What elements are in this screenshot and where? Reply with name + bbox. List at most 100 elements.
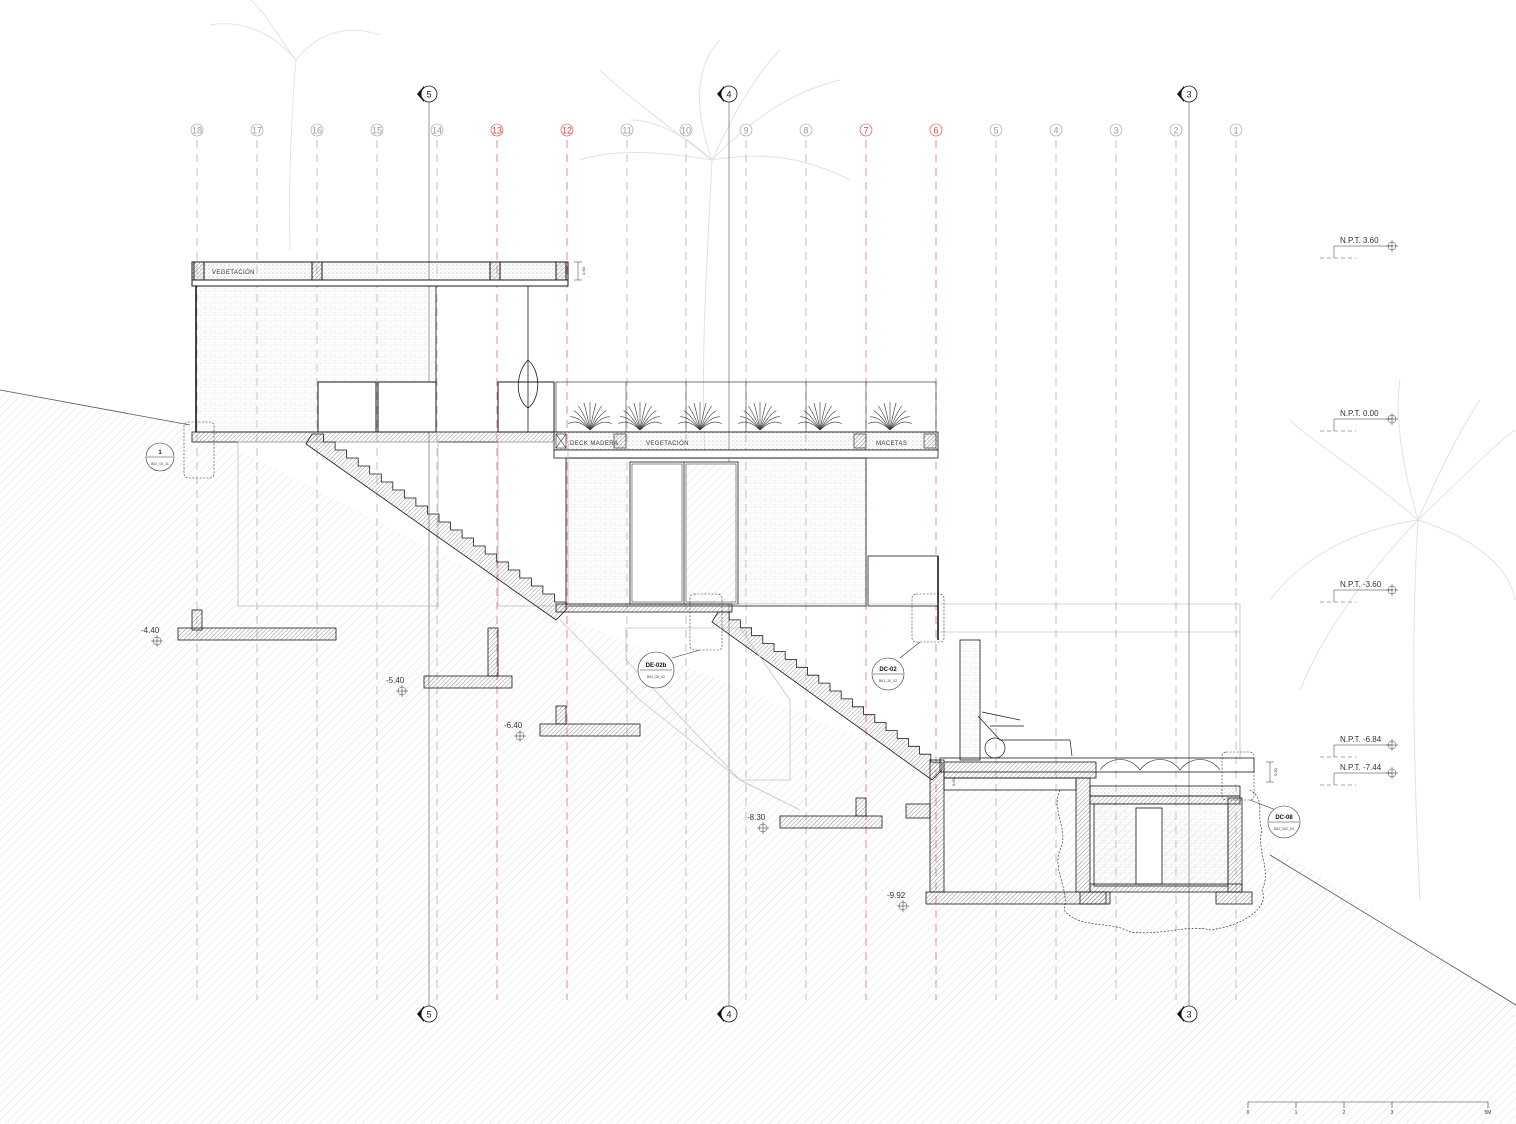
level-label: N.P.T. -7.44	[1340, 763, 1382, 772]
lower-stair	[711, 611, 943, 781]
level-label: N.P.T. 0.00	[1340, 409, 1379, 418]
plant	[868, 402, 912, 431]
palm-tree-right	[1269, 379, 1516, 901]
axis-label: 4	[726, 1010, 731, 1020]
grid-number: 5	[993, 126, 998, 136]
level-label: N.P.T. -3.60	[1340, 580, 1382, 589]
grid-number: 12	[562, 126, 572, 136]
label-deck: DECK MADERA	[570, 441, 618, 447]
lower-volume	[925, 639, 1266, 934]
plant	[678, 402, 722, 431]
grid-bubble	[190, 123, 204, 137]
grid-bubble	[739, 123, 753, 137]
axis-bubble	[1180, 85, 1198, 103]
detail-dc08-ref: B61_052_04	[1274, 827, 1294, 831]
axis-label: 3	[1186, 1010, 1191, 1020]
grid-number: 16	[312, 126, 322, 136]
label-terrace-vegetation: VEGETACIÓN	[646, 440, 689, 447]
grid-number: 6	[933, 126, 938, 136]
grid-number: 2	[1173, 126, 1178, 136]
terrace-plants	[568, 402, 912, 431]
scale-bar	[1247, 1101, 1489, 1108]
dimension-roof	[574, 261, 582, 281]
dimension-roof-value: 0.60	[581, 266, 586, 275]
landing-slab	[555, 603, 733, 613]
axis-label: 5	[426, 1010, 431, 1020]
axis-bubble	[720, 85, 738, 103]
detail-callout-1	[145, 421, 215, 479]
elevation-label: -4.40	[141, 626, 160, 635]
grid-number: 4	[1053, 126, 1058, 136]
grid-bubble	[799, 123, 813, 137]
scale-labels: 0 1 2 3 5M	[1247, 1110, 1492, 1116]
grid-bubble	[490, 123, 504, 137]
grid-number: 10	[681, 126, 691, 136]
scale-tick-label: 2	[1343, 1110, 1346, 1116]
upper-floor-slab	[191, 381, 939, 459]
axis-label: 4	[726, 90, 731, 100]
middle-volume	[237, 441, 939, 640]
elevation-label: -9.92	[887, 891, 906, 900]
plant	[798, 402, 842, 431]
palm-tree-left	[209, 0, 381, 251]
label-roof-vegetation: VEGETACIÓN	[212, 269, 255, 276]
grid-number: 14	[432, 126, 442, 136]
grid-number: 13	[492, 126, 502, 136]
grid-number: 1	[1233, 126, 1238, 136]
terrain-line	[0, 389, 1516, 1006]
grid-number: 15	[372, 126, 382, 136]
grid-number: 8	[803, 126, 808, 136]
dimension-pool	[1266, 761, 1274, 783]
scale-tick-label: 3	[1391, 1110, 1394, 1116]
grid-number: 9	[743, 126, 748, 136]
grid-bubble	[1049, 123, 1063, 137]
grid-number: 18	[192, 126, 202, 136]
footings	[177, 609, 931, 829]
grid-number: 11	[622, 126, 631, 136]
elevation-markers: -4.40-5.40-6.40-8.30-9.92	[141, 626, 909, 912]
axis-bubble	[720, 1005, 738, 1023]
axis-label: 5	[426, 90, 431, 100]
detail-1-ref: B61_03_11	[151, 462, 169, 466]
scale-tick-label: 5M	[1485, 1110, 1492, 1116]
detail-callout-de02b	[637, 593, 723, 689]
main-stair	[305, 433, 567, 621]
grid-bubble	[430, 123, 444, 137]
level-label: N.P.T. -6.84	[1340, 735, 1382, 744]
grid-bubble	[370, 123, 384, 137]
axis-label: 3	[1186, 90, 1191, 100]
elevation-label: -6.40	[504, 721, 523, 730]
detail-de02b-ref: B61_06_02	[647, 675, 665, 679]
grid-bubble	[560, 123, 574, 137]
ghost-structure	[559, 619, 801, 811]
terrain-ground	[0, 390, 1516, 1124]
detail-callout-dc08	[1221, 751, 1301, 839]
level-label: N.P.T. 3.60	[1340, 236, 1379, 245]
detail-callout-dc02	[871, 593, 945, 691]
axis-bubble	[1180, 1005, 1198, 1023]
elevation-label: -8.30	[747, 813, 766, 822]
axis-markers: 5 5 4 4 3 3	[417, 85, 1198, 1023]
grid-bubble	[859, 123, 873, 137]
detail-de02b-id: DE-02b	[646, 663, 667, 669]
grid-bubble	[310, 123, 324, 137]
dimension-wall-value: 0.60	[951, 777, 956, 786]
grid-bubble	[929, 123, 943, 137]
label-planters: MACETAS	[876, 441, 907, 447]
detail-dc02-ref: B61_20_02	[879, 679, 897, 683]
grid-bubble	[620, 123, 634, 137]
grid-bubble	[989, 123, 1003, 137]
level-markers: N.P.T. 3.60N.P.T. 0.00N.P.T. -3.60N.P.T.…	[1320, 236, 1398, 786]
grid-bubble	[1109, 123, 1123, 137]
scale-tick-label: 1	[1295, 1110, 1298, 1116]
scale-tick-label: 0	[1247, 1110, 1250, 1116]
axis-bubble	[420, 1005, 438, 1023]
grid-bubble	[1229, 123, 1243, 137]
palm-tree-center	[579, 39, 851, 461]
grid-number: 17	[252, 126, 262, 136]
axis-bubble	[420, 85, 438, 103]
grid-number: 3	[1113, 126, 1118, 136]
plant	[568, 402, 612, 431]
